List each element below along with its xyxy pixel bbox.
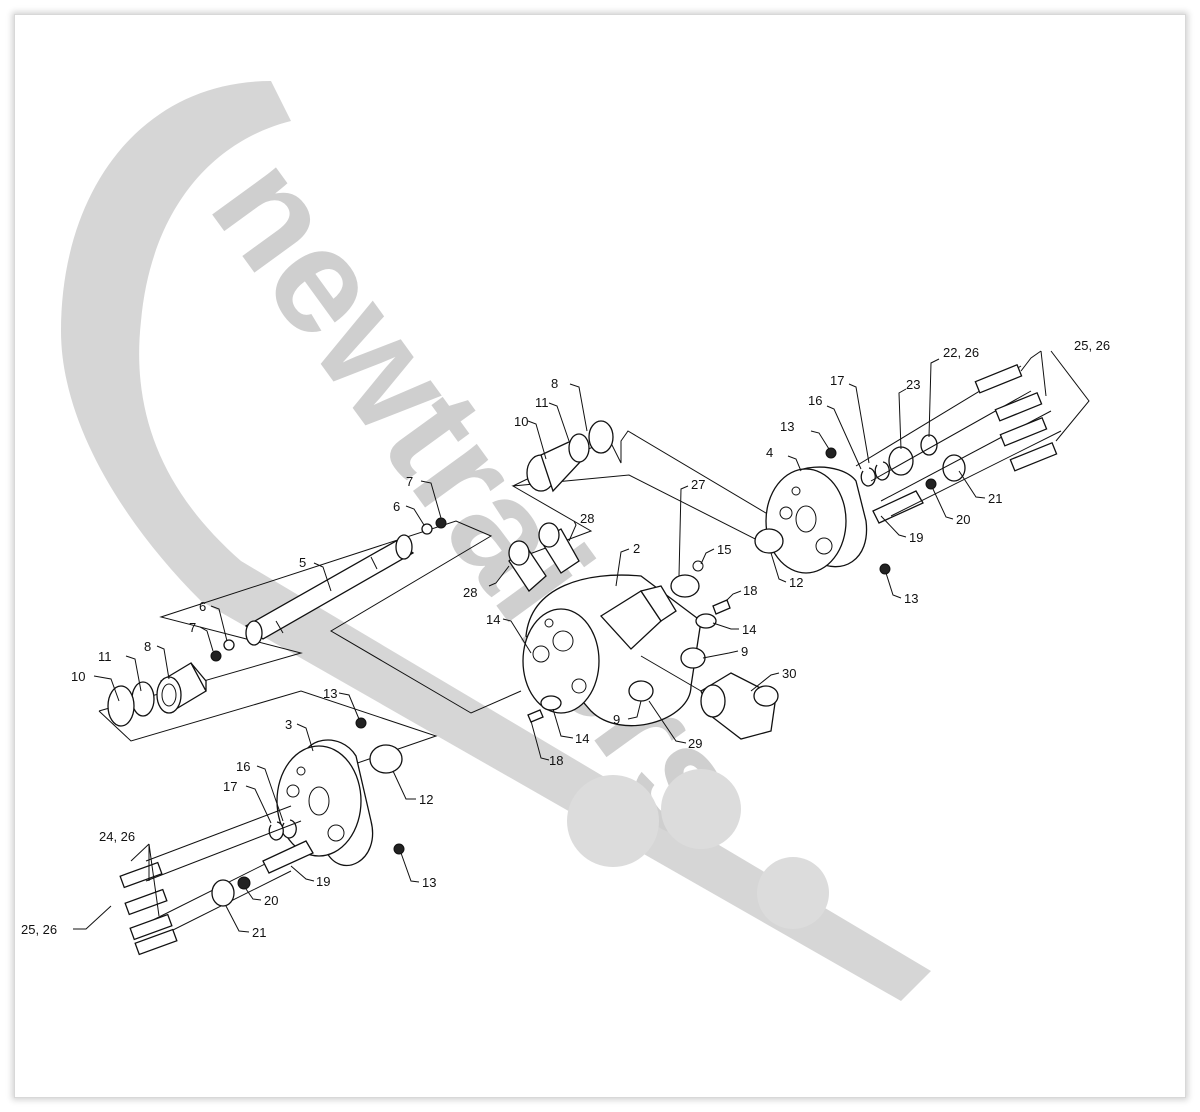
part-plug-18 [527,709,544,723]
callout-label: 29 [688,736,702,751]
callout-label: 3 [285,717,292,732]
part-plug-7 [435,517,447,529]
bracket-line [1050,350,1090,442]
callout-label: 30 [782,666,796,681]
part-seal-12 [369,744,403,774]
callout-label: 6 [393,499,400,514]
part-plug-15 [692,560,704,572]
part-washer-27 [670,574,700,598]
callout-label: 17 [830,373,844,388]
callout-label: 13 [323,686,337,701]
callout-labels: 10 11 8 7 6 5 6 7 10 11 8 27 28 28 2 15 … [21,338,1110,940]
watermark-dot [757,857,829,929]
callout-label: 28 [463,585,477,600]
part-pin-19 [262,840,314,874]
part-plug-9 [680,647,706,669]
callout-label: 8 [551,376,558,391]
diagram-frame: newtrailers [14,14,1186,1098]
callout-label: 23 [906,377,920,392]
callout-label: 21 [988,491,1002,506]
part-ring-16 [860,467,876,487]
callout-label: 9 [741,644,748,659]
callout-label: 22, 26 [943,345,979,360]
callout-label: 27 [691,477,705,492]
callout-label: 20 [264,893,278,908]
exploded-parts-diagram: newtrailers [21,81,1110,1001]
part-fitting-28 [538,522,580,574]
callout-label: 4 [766,445,773,460]
part-plug-13 [825,447,837,459]
part-oring-14 [695,613,717,629]
part-oring-11 [568,433,590,463]
callout-label: 6 [199,599,206,614]
part-plug-23 [888,446,914,476]
part-nut-21 [942,454,966,482]
watermark-swoosh [61,81,931,1001]
callout-label: 13 [422,875,436,890]
callout-label: 10 [514,414,528,429]
callout-label: 24, 26 [99,829,135,844]
callout-label: 28 [580,511,594,526]
part-plug-20 [925,478,937,490]
callout-label: 21 [252,925,266,940]
callout-label: 7 [189,620,196,635]
callout-label: 11 [98,649,112,664]
part-plug-13 [355,717,367,729]
end-cap-3-assembly [119,717,405,956]
part-plug-9 [628,680,654,702]
bracket-line [98,520,522,714]
callout-label: 7 [406,474,413,489]
callout-label: 12 [789,575,803,590]
callout-label: 16 [808,393,822,408]
callout-label: 10 [71,669,85,684]
part-plug-13 [879,563,891,575]
callout-label: 18 [549,753,563,768]
callout-label: 11 [535,395,549,410]
callout-label: 16 [236,759,250,774]
callout-label: 19 [909,530,923,545]
part-oring-11 [131,681,155,717]
callout-label: 12 [419,792,433,807]
callout-label: 19 [316,874,330,889]
part-shaft-5 [244,534,415,646]
part-oring-14 [540,695,562,711]
watermark-dot [661,769,741,849]
watermark-dot [567,775,659,867]
callout-label: 2 [633,541,640,556]
callout-label: 18 [743,583,757,598]
callout-label: 17 [223,779,237,794]
end-cap-4-assembly [754,350,1090,575]
leader-lines [73,350,1047,933]
part-pin-19 [872,490,924,524]
callout-label: 15 [717,542,731,557]
callout-label: 13 [780,419,794,434]
part-ball-6 [223,639,235,651]
part-seal-12 [754,528,784,554]
part-plug-20 [237,876,251,890]
part-plug-7 [210,650,222,662]
part-ring-17 [874,461,890,481]
callout-label: 14 [742,622,756,637]
bolts-25 [855,363,1062,517]
callout-label: 9 [613,712,620,727]
part-nut-21 [211,879,235,907]
main-body-assembly [508,420,815,740]
part-ball-6 [421,523,433,535]
part-plug-18 [712,599,731,615]
callout-label: 5 [299,555,306,570]
part-plug-13 [393,843,405,855]
part-ring-10 [107,685,135,727]
callout-label: 25, 26 [1074,338,1110,353]
part-ring-10 [588,420,614,454]
callout-label: 8 [144,639,151,654]
callout-label: 20 [956,512,970,527]
callout-label: 13 [904,591,918,606]
callout-label: 14 [486,612,500,627]
part-fitting-28 [508,540,547,592]
callout-label: 25, 26 [21,922,57,937]
part-elbow-30 [640,655,779,740]
callout-label: 14 [575,731,589,746]
part-fitting-8 [156,662,207,714]
